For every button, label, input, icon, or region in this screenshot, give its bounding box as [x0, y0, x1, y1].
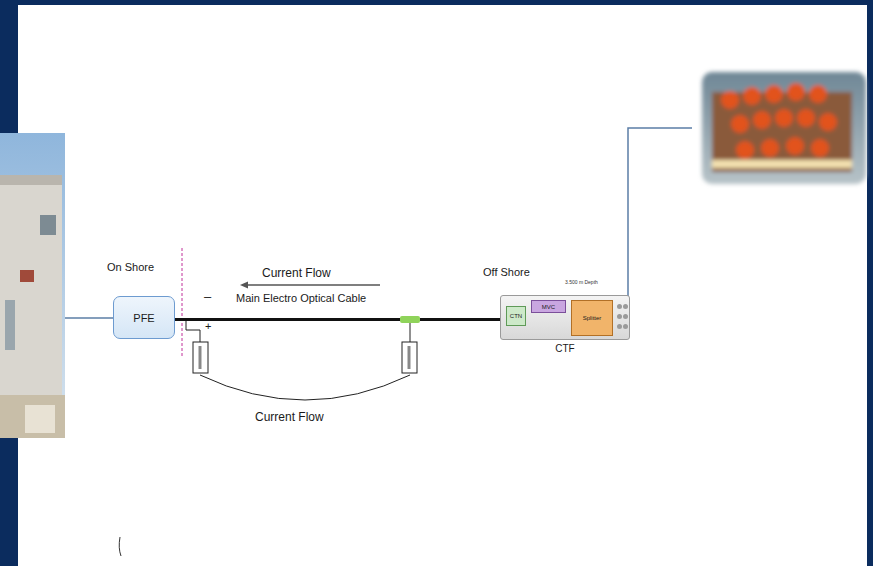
node-text: PFE	[133, 312, 154, 324]
port-dot	[617, 314, 622, 319]
port-dot	[623, 314, 628, 319]
ctn-box: CTN	[506, 306, 526, 326]
cable-joint	[400, 316, 420, 323]
node-text: MVC	[542, 304, 555, 310]
port-dot	[617, 304, 622, 309]
mark	[119, 537, 121, 556]
electrode-symbol	[199, 346, 202, 369]
edge-label: Main Electro Optical Cable	[236, 292, 366, 304]
electrode-wire	[410, 320, 411, 342]
flow-label: Current Flow	[255, 410, 324, 424]
splitter-box: Splitter	[571, 300, 613, 336]
node-text: CTN	[510, 313, 522, 319]
arrowhead	[240, 282, 248, 289]
port-dot	[617, 324, 622, 329]
frame-module: CTFCTNMVCSplitter	[500, 295, 630, 340]
region-label: On Shore	[107, 261, 154, 273]
shore-station-photo	[0, 133, 65, 438]
port-dot	[623, 304, 628, 309]
cable-line	[175, 318, 500, 321]
shore-boundary	[182, 248, 183, 356]
polarity-sign: +	[205, 320, 211, 332]
mvc-box: MVC	[531, 300, 566, 313]
port-dot	[623, 324, 628, 329]
station-box: PFE	[113, 296, 175, 339]
photo-leader	[65, 317, 113, 319]
flow-label: Current Flow	[262, 266, 331, 280]
electrode-symbol	[408, 346, 411, 369]
electrode-symbol	[193, 342, 208, 373]
depth-label: 3.500 m Depth	[565, 279, 598, 285]
photo-leader	[628, 128, 692, 296]
region-label: Off Shore	[483, 266, 530, 278]
electrode-wire	[186, 321, 200, 342]
polarity-sign: –	[204, 289, 211, 304]
detector-photo	[702, 72, 866, 184]
electrode-symbol	[402, 342, 417, 373]
return-current-path	[200, 375, 410, 400]
current-arrow	[246, 284, 380, 285]
node-text: CTF	[555, 343, 574, 354]
node-text: Splitter	[583, 315, 602, 321]
